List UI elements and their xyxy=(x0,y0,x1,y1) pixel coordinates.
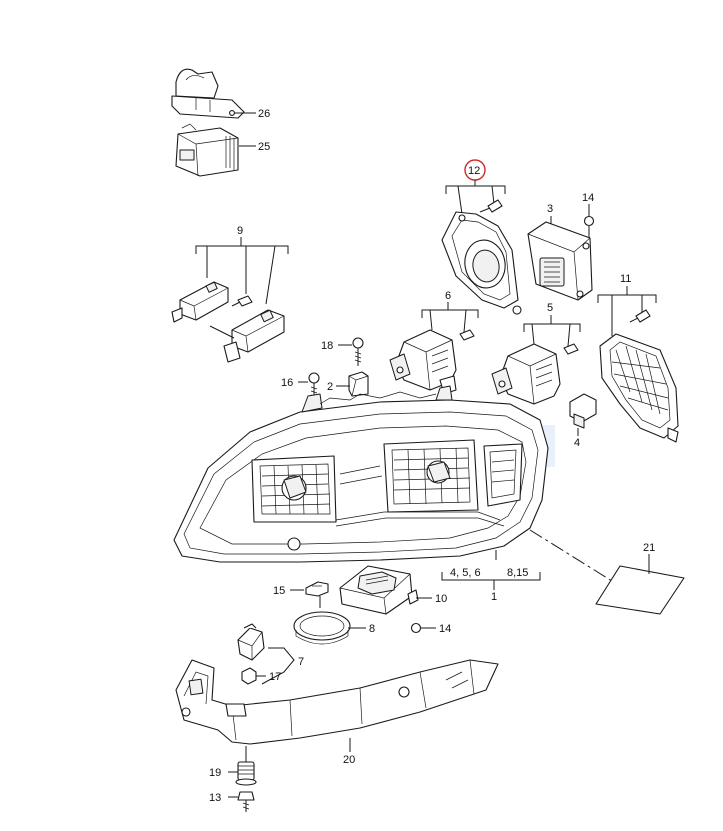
part-5-actuator xyxy=(491,343,561,405)
part-6-actuator xyxy=(389,329,457,395)
label-part-19: 19 xyxy=(209,767,221,779)
part-12-gasket xyxy=(441,211,522,315)
part-17-nut xyxy=(241,667,266,685)
part-14-screw-top xyxy=(583,204,595,238)
part-1-group-bracket xyxy=(441,550,541,590)
label-part-14-bottom: 14 xyxy=(439,623,451,635)
part-6-group-bracket xyxy=(421,302,479,333)
part-9-screw xyxy=(231,295,253,307)
label-part-14-top: 14 xyxy=(582,192,594,204)
leader-part-21 xyxy=(529,529,621,587)
part-26-bracket xyxy=(171,68,256,119)
label-part-17: 17 xyxy=(269,671,281,683)
label-part-7: 7 xyxy=(298,656,304,668)
label-part-12: 12 xyxy=(468,165,480,177)
label-group-8-15: 8,15 xyxy=(507,567,528,579)
part-21-sheet xyxy=(595,565,685,615)
label-group-4-5-6: 4, 5, 6 xyxy=(450,567,481,579)
headlamp-drl-strip xyxy=(335,465,505,527)
part-control-unit xyxy=(339,565,419,615)
part-12-screw xyxy=(479,199,503,213)
part-9-group-bracket xyxy=(195,237,289,305)
part-2-clip xyxy=(336,371,369,397)
part-20-mount-bracket xyxy=(175,659,499,745)
label-part-4: 4 xyxy=(574,437,580,449)
label-part-13: 13 xyxy=(209,792,221,804)
part-8-seal-ring xyxy=(293,611,366,645)
label-part-15: 15 xyxy=(273,585,285,597)
label-part-10: 10 xyxy=(435,593,447,605)
label-part-8: 8 xyxy=(369,623,375,635)
label-part-6: 6 xyxy=(445,290,451,302)
part-18-screw xyxy=(338,337,364,366)
part-4-bulb xyxy=(569,393,597,436)
part-12-group-bracket xyxy=(445,180,506,215)
label-part-11: 11 xyxy=(620,273,631,285)
label-part-3: 3 xyxy=(547,203,553,215)
label-part-5: 5 xyxy=(547,302,553,314)
headlamp-right-module xyxy=(483,443,523,507)
label-part-26: 26 xyxy=(258,108,270,120)
part-9-connector-a xyxy=(171,281,229,323)
label-part-2: 2 xyxy=(327,381,333,393)
label-part-25: 25 xyxy=(258,141,270,153)
part-19-grommet xyxy=(228,746,257,786)
part-13-screw xyxy=(228,791,255,812)
part-7-group-bracket xyxy=(261,647,295,685)
part-11-screw xyxy=(629,309,651,323)
label-part-16: 16 xyxy=(281,377,293,389)
label-part-20: 20 xyxy=(343,754,355,766)
part-6-screw xyxy=(459,329,475,341)
part-3-housing xyxy=(527,221,593,301)
part-7-bracket xyxy=(237,623,265,661)
label-part-1: 1 xyxy=(491,591,497,603)
part-25-module xyxy=(175,123,256,177)
label-part-18: 18 xyxy=(321,340,333,352)
part-11-group-bracket xyxy=(597,286,657,336)
part-15-clip xyxy=(290,581,329,608)
label-part-21: 21 xyxy=(643,542,655,554)
part-9-connector-b xyxy=(209,309,285,363)
label-part-9: 9 xyxy=(237,225,243,237)
part-5-screw xyxy=(563,343,579,355)
part-5-group-bracket xyxy=(523,315,581,347)
headlamp-left-module xyxy=(251,455,337,523)
headlamp-center-module xyxy=(383,439,479,513)
part-11-cover xyxy=(599,333,679,443)
part-14-screw-bottom xyxy=(410,622,436,634)
